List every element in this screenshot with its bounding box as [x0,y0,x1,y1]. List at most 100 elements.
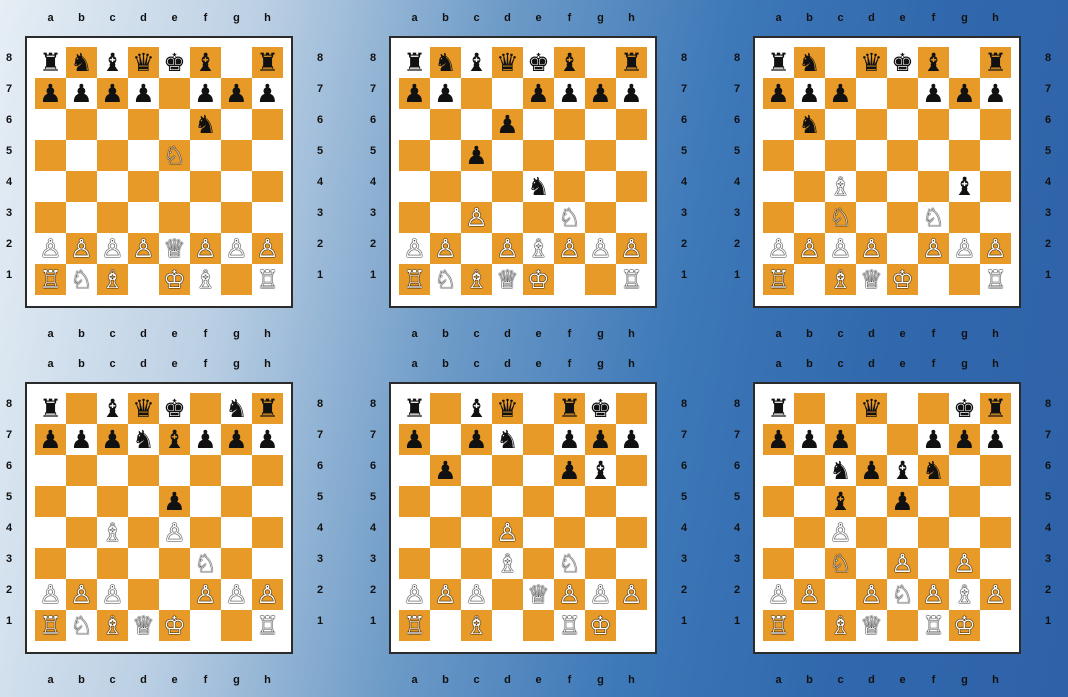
black-king-icon[interactable]: ♚ [163,50,185,75]
white-pawn-icon[interactable]: ♙ [953,236,975,261]
square-d1[interactable] [128,264,159,295]
white-rook-icon[interactable]: ♖ [39,613,61,638]
square-c4[interactable]: ♙ [825,517,856,548]
white-pawn-icon[interactable]: ♙ [558,582,580,607]
white-bishop-icon[interactable]: ♗ [829,267,851,292]
white-knight-icon[interactable]: ♘ [558,205,580,230]
black-rook-icon[interactable]: ♜ [256,396,278,421]
square-c4[interactable] [461,517,492,548]
black-king-icon[interactable]: ♚ [163,396,185,421]
square-e8[interactable]: ♚ [159,47,190,78]
black-pawn-icon[interactable]: ♟ [891,489,913,514]
square-h5[interactable] [980,486,1011,517]
white-rook-icon[interactable]: ♖ [767,613,789,638]
square-c8[interactable] [825,393,856,424]
square-g3[interactable] [949,202,980,233]
black-pawn-icon[interactable]: ♟ [984,81,1006,106]
black-knight-icon[interactable]: ♞ [70,50,92,75]
square-a5[interactable] [399,486,430,517]
square-e2[interactable] [887,233,918,264]
black-pawn-icon[interactable]: ♟ [70,427,92,452]
white-bishop-icon[interactable]: ♗ [527,236,549,261]
square-e7[interactable] [887,78,918,109]
black-queen-icon[interactable]: ♛ [496,50,518,75]
black-knight-icon[interactable]: ♞ [496,427,518,452]
square-d2[interactable] [128,579,159,610]
square-g6[interactable] [221,109,252,140]
square-f4[interactable] [918,171,949,202]
square-a4[interactable] [399,517,430,548]
square-d2[interactable]: ♙ [492,233,523,264]
square-h6[interactable] [616,109,647,140]
square-h5[interactable] [252,486,283,517]
square-e1[interactable]: ♔ [887,264,918,295]
square-c5[interactable] [461,486,492,517]
square-g7[interactable]: ♟ [585,424,616,455]
square-a4[interactable] [763,517,794,548]
square-f4[interactable] [554,517,585,548]
square-f1[interactable]: ♖ [554,610,585,641]
square-a7[interactable]: ♟ [763,424,794,455]
black-pawn-icon[interactable]: ♟ [403,427,425,452]
square-h2[interactable]: ♙ [252,233,283,264]
square-g2[interactable]: ♙ [221,233,252,264]
square-a8[interactable]: ♜ [399,393,430,424]
square-d1[interactable]: ♕ [856,610,887,641]
white-pawn-icon[interactable]: ♙ [194,236,216,261]
square-a5[interactable] [763,140,794,171]
black-rook-icon[interactable]: ♜ [620,50,642,75]
square-f5[interactable] [190,140,221,171]
black-king-icon[interactable]: ♚ [527,50,549,75]
square-b1[interactable] [430,610,461,641]
square-f5[interactable] [554,140,585,171]
black-pawn-icon[interactable]: ♟ [767,81,789,106]
square-a8[interactable]: ♜ [763,393,794,424]
square-a2[interactable]: ♙ [763,233,794,264]
square-h2[interactable]: ♙ [980,233,1011,264]
square-c8[interactable]: ♝ [97,47,128,78]
square-f3[interactable]: ♘ [918,202,949,233]
square-d1[interactable]: ♕ [492,264,523,295]
square-d6[interactable]: ♟ [856,455,887,486]
square-d7[interactable]: ♞ [128,424,159,455]
white-pawn-icon[interactable]: ♙ [194,582,216,607]
black-pawn-icon[interactable]: ♟ [922,81,944,106]
square-c4[interactable]: ♗ [97,517,128,548]
square-h1[interactable]: ♖ [980,264,1011,295]
square-h8[interactable]: ♜ [252,393,283,424]
white-bishop-icon[interactable]: ♗ [101,613,123,638]
white-knight-icon[interactable]: ♘ [70,267,92,292]
square-g3[interactable] [585,202,616,233]
square-h5[interactable] [980,140,1011,171]
white-rook-icon[interactable]: ♖ [984,267,1006,292]
square-b6[interactable] [430,109,461,140]
square-b5[interactable] [794,486,825,517]
square-g4[interactable] [221,517,252,548]
white-knight-icon[interactable]: ♘ [829,205,851,230]
square-c6[interactable] [461,109,492,140]
square-f6[interactable]: ♞ [190,109,221,140]
square-a7[interactable]: ♟ [763,78,794,109]
white-pawn-icon[interactable]: ♙ [798,236,820,261]
black-pawn-icon[interactable]: ♟ [860,458,882,483]
square-b8[interactable]: ♞ [430,47,461,78]
square-g4[interactable] [221,171,252,202]
black-pawn-icon[interactable]: ♟ [984,427,1006,452]
square-f8[interactable]: ♝ [918,47,949,78]
white-pawn-icon[interactable]: ♙ [496,520,518,545]
square-g3[interactable]: ♙ [949,548,980,579]
square-g5[interactable] [949,140,980,171]
square-e4[interactable]: ♙ [159,517,190,548]
square-b5[interactable] [66,140,97,171]
black-pawn-icon[interactable]: ♟ [163,489,185,514]
square-g1[interactable] [585,264,616,295]
square-d7[interactable]: ♟ [128,78,159,109]
black-pawn-icon[interactable]: ♟ [434,458,456,483]
square-e2[interactable]: ♕ [523,579,554,610]
black-queen-icon[interactable]: ♛ [132,50,154,75]
square-b6[interactable] [66,455,97,486]
square-f2[interactable]: ♙ [554,579,585,610]
square-e5[interactable]: ♘ [159,140,190,171]
black-bishop-icon[interactable]: ♝ [465,50,487,75]
white-pawn-icon[interactable]: ♙ [163,520,185,545]
